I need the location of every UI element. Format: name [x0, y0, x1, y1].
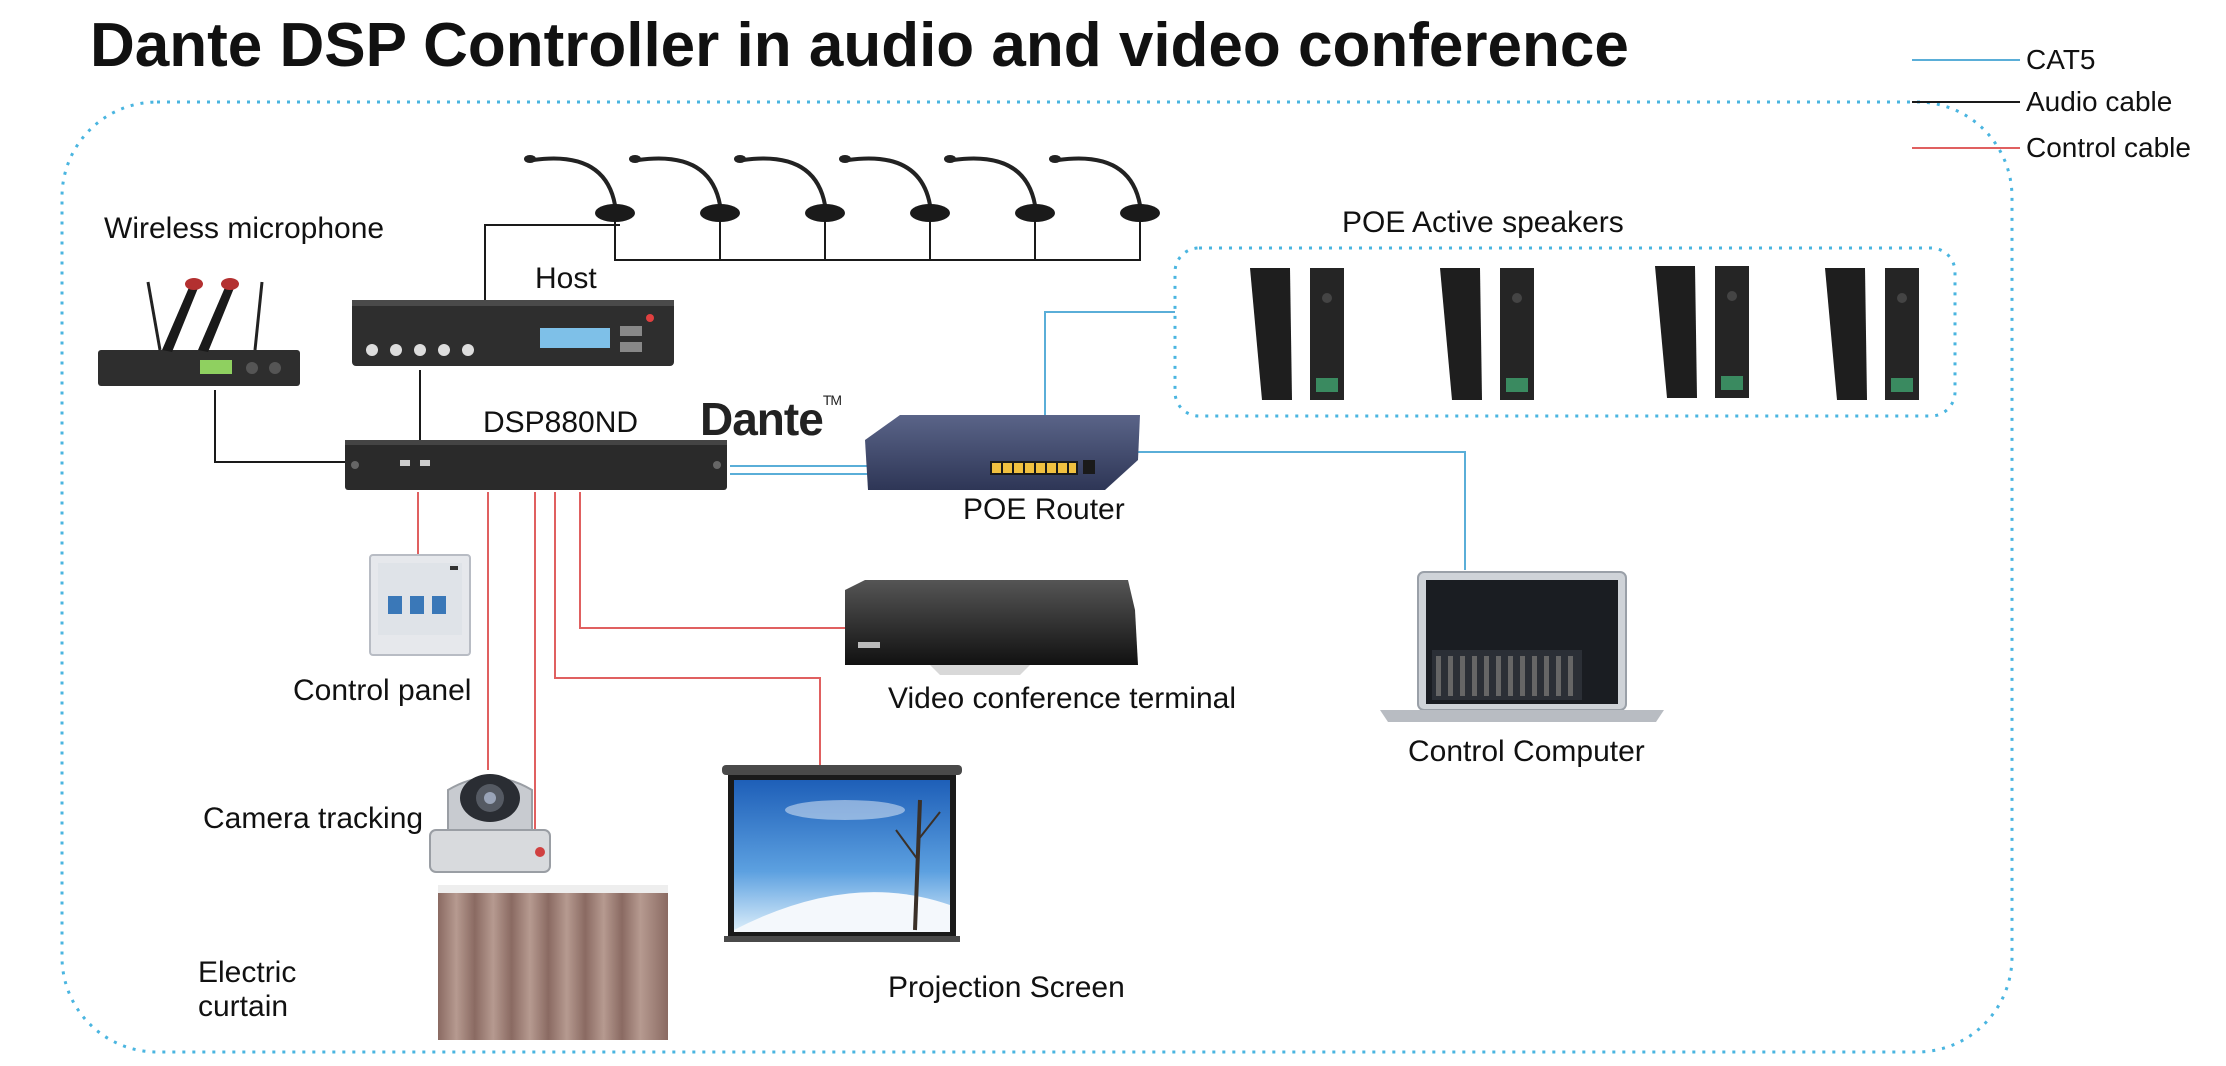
poe-router-device: [865, 415, 1140, 490]
audio-cables: [214, 220, 1141, 463]
dante-trademark: TM: [822, 392, 842, 408]
video-terminal-label: Video conference terminal: [888, 682, 1236, 715]
legend-label-audio: Audio cable: [2026, 86, 2173, 117]
cat5-cables: [730, 311, 1466, 570]
conference-mics: [524, 155, 1160, 222]
control-computer-label: Control Computer: [1408, 735, 1645, 768]
camera-tracking-label: Camera tracking: [203, 802, 424, 835]
legend: [1912, 59, 2020, 149]
host-label: Host: [535, 262, 597, 295]
dsp880nd-device: [345, 440, 727, 490]
poe-active-speakers: [1250, 266, 1919, 400]
poe-speakers-label: POE Active speakers: [1342, 206, 1624, 239]
dsp-to-vc-cable: [579, 492, 845, 629]
electric-curtain-device: [438, 885, 668, 1040]
projection-screen-device: [722, 765, 962, 942]
system-boundary: [60, 100, 2014, 1054]
legend-label-cat5: CAT5: [2026, 44, 2096, 75]
dante-logo-text: Dante: [700, 393, 824, 445]
dsp-label: DSP880ND: [483, 406, 639, 439]
router-to-speakers-cable: [1044, 311, 1175, 420]
poe-router-label: POE Router: [963, 493, 1125, 526]
control-panel-label: Control panel: [293, 674, 472, 707]
projection-screen-label: Projection Screen: [888, 971, 1125, 1004]
camera-tracking-device: [429, 774, 551, 873]
wireless-microphone-label: Wireless microphone: [104, 212, 385, 245]
dsp-to-screen-cable: [554, 492, 821, 770]
wireless-microphone-device: [98, 278, 300, 386]
host-to-mic-cable: [484, 224, 620, 300]
dante-logo: DanteTM: [700, 392, 842, 446]
control-computer-device: [1380, 571, 1664, 722]
host-device: [352, 300, 674, 366]
electric-curtain-label-line2: curtain: [198, 990, 289, 1023]
legend-label-control: Control cable: [2026, 132, 2191, 163]
video-conference-terminal-device: [845, 580, 1138, 675]
control-panel-device: [369, 554, 471, 656]
wireless-to-dsp-cable: [214, 390, 345, 463]
page-title: Dante DSP Controller in audio and video …: [90, 11, 1629, 80]
electric-curtain-label-line1: Electric: [198, 956, 297, 989]
speakers-group-boundary: [1173, 246, 1957, 418]
router-to-computer-cable: [1130, 451, 1466, 570]
dsp-to-curtain-cable: [534, 492, 540, 851]
